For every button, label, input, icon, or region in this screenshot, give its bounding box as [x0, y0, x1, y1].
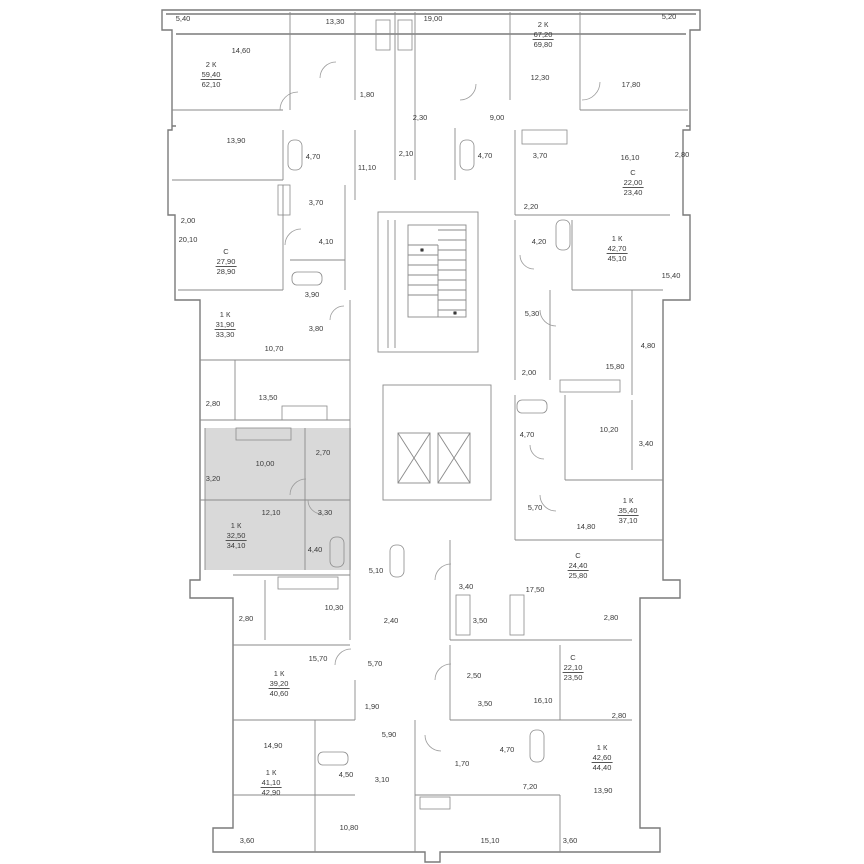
area-label: 13,50 [258, 393, 278, 402]
outer-walls [161, 9, 701, 863]
area-label: 3,10 [374, 775, 390, 784]
area-label: 12,30 [530, 73, 550, 82]
area-label: 2,70 [315, 448, 331, 457]
area-label: 1,90 [364, 702, 380, 711]
area-label: 14,80 [576, 522, 596, 531]
area-label: 5,10 [368, 566, 384, 575]
area-label: 15,40 [661, 271, 681, 280]
area-label: 2,50 [466, 671, 482, 680]
area-label: 2,40 [383, 616, 399, 625]
area-label: 3,90 [304, 290, 320, 299]
area-label: 16,10 [533, 696, 553, 705]
area-label: 4,20 [531, 237, 547, 246]
area-label: 7,20 [522, 782, 538, 791]
area-label: 4,40 [307, 545, 323, 554]
area-label: 13,90 [226, 136, 246, 145]
area-label: 5,20 [661, 12, 677, 21]
area-label: 2,80 [611, 711, 627, 720]
area-label: 2,80 [603, 613, 619, 622]
area-label: 9,00 [489, 113, 505, 122]
area-label: 2,00 [521, 368, 537, 377]
area-label: 3,80 [308, 324, 324, 333]
area-label: 3,60 [239, 836, 255, 845]
area-label: 4,70 [499, 745, 515, 754]
area-label: 4,10 [318, 237, 334, 246]
area-label: 3,70 [308, 198, 324, 207]
area-label: 2,10 [398, 149, 414, 158]
door-swings [279, 61, 601, 752]
area-label: 3,30 [317, 508, 333, 517]
area-label: 2,00 [180, 216, 196, 225]
area-label: 5,70 [367, 659, 383, 668]
area-label: 4,70 [305, 152, 321, 161]
area-label: 2,80 [238, 614, 254, 623]
area-label: 3,40 [638, 439, 654, 448]
stair-lift-core [377, 211, 492, 501]
interior-walls [172, 12, 688, 852]
area-label: 4,50 [338, 770, 354, 779]
area-label: 10,00 [255, 459, 275, 468]
area-label: 10,70 [264, 344, 284, 353]
area-label: 10,30 [324, 603, 344, 612]
area-label: 1,80 [359, 90, 375, 99]
area-label: 16,10 [620, 153, 640, 162]
area-label: 2,20 [523, 202, 539, 211]
area-label: 5,70 [527, 503, 543, 512]
area-label: 4,70 [519, 430, 535, 439]
highlighted-apartment[interactable] [205, 428, 351, 570]
area-label: 2,30 [412, 113, 428, 122]
area-label: 15,70 [308, 654, 328, 663]
area-label: 5,30 [524, 309, 540, 318]
area-label: 3,40 [458, 582, 474, 591]
area-label: 10,20 [599, 425, 619, 434]
area-label: 4,70 [477, 151, 493, 160]
bathroom-fixtures [235, 19, 621, 810]
area-label: 3,50 [477, 699, 493, 708]
area-label: 13,90 [593, 786, 613, 795]
area-label: 15,80 [605, 362, 625, 371]
area-label: 1,70 [454, 759, 470, 768]
area-label: 10,80 [339, 823, 359, 832]
area-label: 20,10 [178, 235, 198, 244]
area-label: 3,20 [205, 474, 221, 483]
area-label: 5,90 [381, 730, 397, 739]
area-label: 14,60 [231, 46, 251, 55]
area-label: 3,60 [562, 836, 578, 845]
area-label: 5,40 [175, 14, 191, 23]
area-label: 2,80 [205, 399, 221, 408]
area-label: 13,30 [325, 17, 345, 26]
area-label: 3,70 [532, 151, 548, 160]
area-label: 2,80 [674, 150, 690, 159]
area-label: 19,00 [423, 14, 443, 23]
area-label: 4,80 [640, 341, 656, 350]
area-label: 17,50 [525, 585, 545, 594]
area-label: 15,10 [480, 836, 500, 845]
area-label: 12,10 [261, 508, 281, 517]
area-label: 11,10 [357, 163, 377, 172]
area-label: 17,80 [621, 80, 641, 89]
area-label: 3,50 [472, 616, 488, 625]
area-label: 14,90 [263, 741, 283, 750]
